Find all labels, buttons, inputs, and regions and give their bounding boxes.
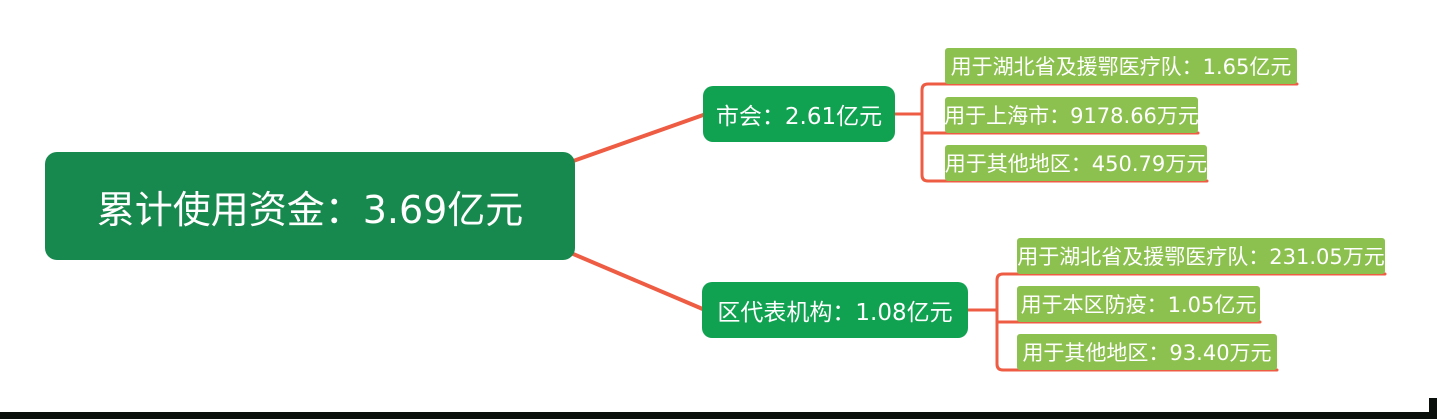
leaf-node-district-epidemic-prevention[interactable]: 用于本区防疫：1.05亿元 [1017, 286, 1260, 322]
leaf-node-label: 用于其他地区：450.79万元 [944, 152, 1208, 176]
leaf-node-hubei-medical-team[interactable]: 用于湖北省及援鄂医疗队：1.65亿元 [945, 48, 1297, 84]
leaf-node-label: 用于湖北省及援鄂医疗队：1.65亿元 [950, 55, 1292, 79]
branch-node-label: 区代表机构：1.08亿元 [717, 300, 953, 326]
branch-node-district-offices[interactable]: 区代表机构：1.08亿元 [702, 282, 968, 338]
root-node-label: 累计使用资金：3.69亿元 [96, 187, 524, 232]
leaf-node-other-regions-city[interactable]: 用于其他地区：450.79万元 [945, 145, 1207, 181]
leaf-node-shanghai[interactable]: 用于上海市：9178.66万元 [944, 97, 1199, 133]
bottom-right-corner-mark [1429, 398, 1437, 419]
root-node-total-funds[interactable]: 累计使用资金：3.69亿元 [45, 152, 575, 260]
leaf-node-hubei-medical-team-district[interactable]: 用于湖北省及援鄂医疗队：231.05万元 [1017, 238, 1385, 274]
leaf-node-label: 用于本区防疫：1.05亿元 [1020, 293, 1257, 317]
branch-node-city-council[interactable]: 市会：2.61亿元 [703, 86, 895, 142]
bottom-edge-bar [0, 412, 1437, 419]
leaf-node-label: 用于其他地区：93.40万元 [1022, 341, 1272, 365]
leaf-node-other-regions-district[interactable]: 用于其他地区：93.40万元 [1017, 334, 1277, 370]
leaf-node-label: 用于湖北省及援鄂医疗队：231.05万元 [1017, 245, 1385, 269]
branch-node-label: 市会：2.61亿元 [715, 104, 883, 130]
leaf-node-label: 用于上海市：9178.66万元 [944, 104, 1199, 128]
